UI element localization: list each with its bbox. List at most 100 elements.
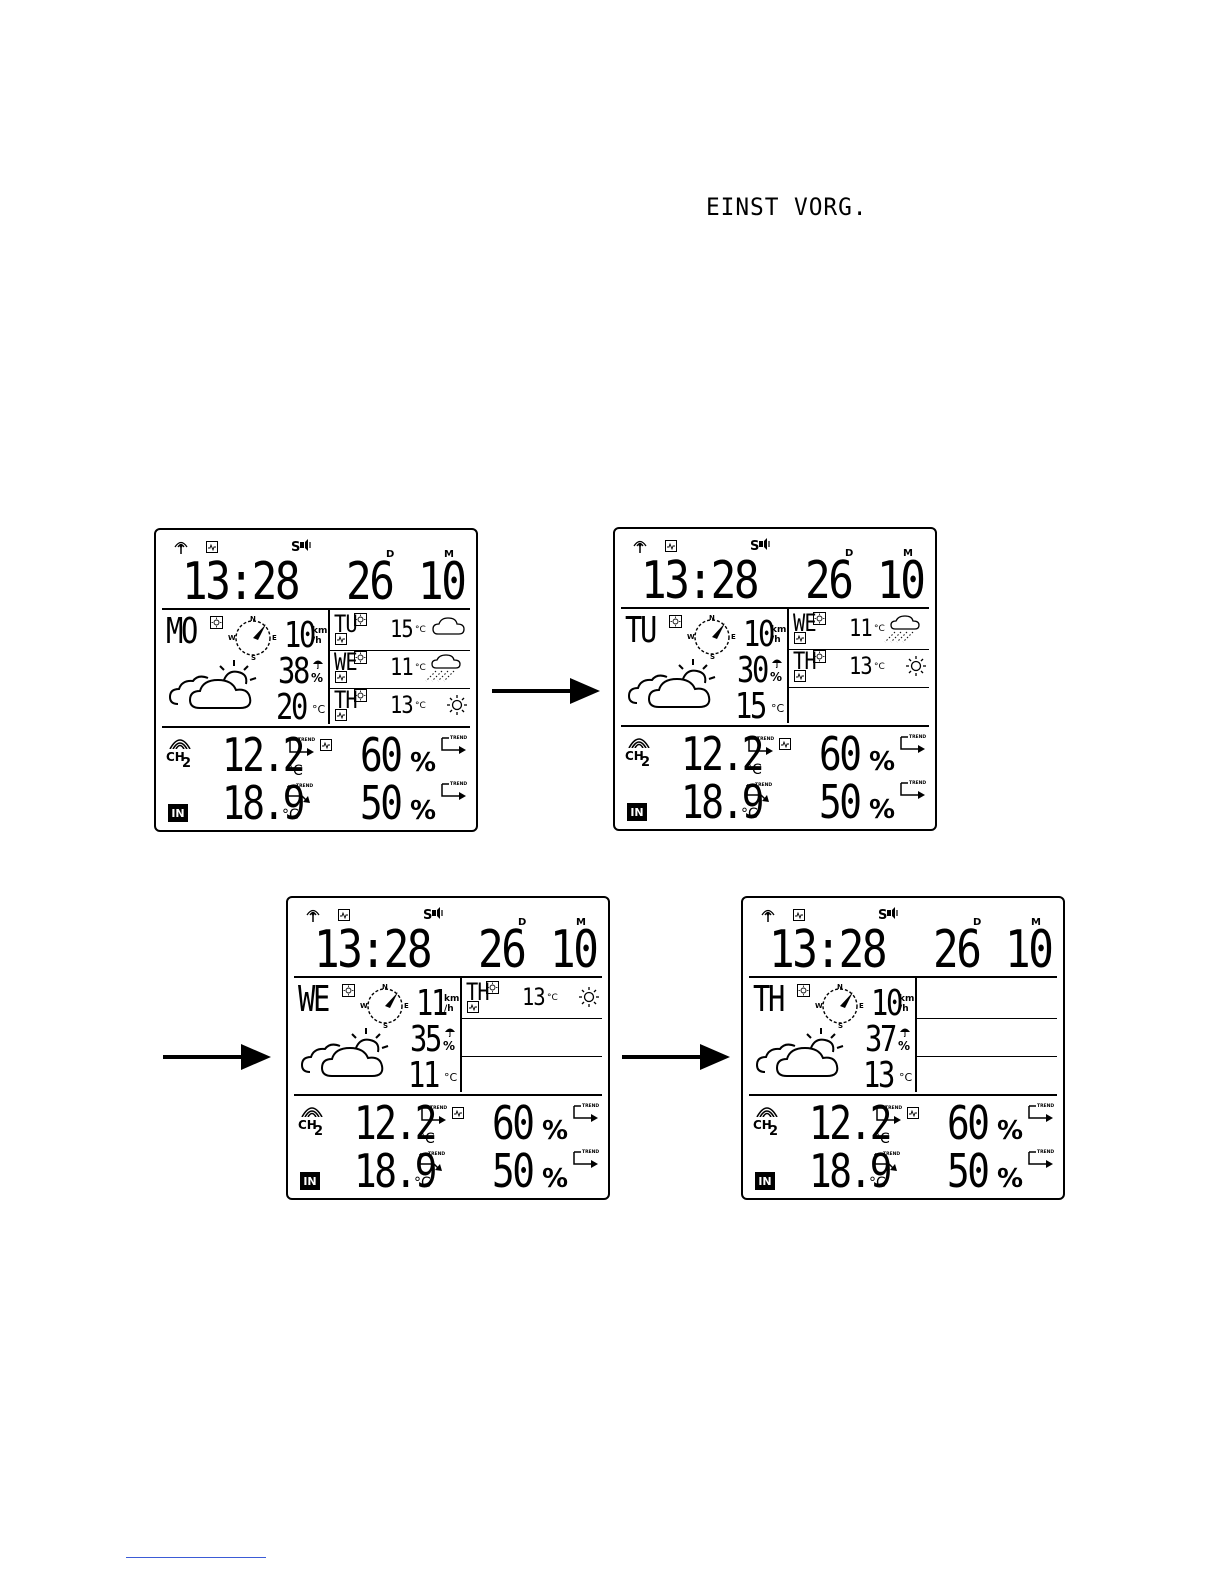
- channel-number: 2: [769, 1124, 779, 1139]
- svg-text:W: W: [687, 633, 695, 641]
- svg-text:E: E: [404, 1002, 409, 1010]
- trend-arrow-icon: TREND: [420, 1104, 448, 1127]
- wind-unit-h: /h: [444, 1004, 454, 1014]
- sun-icon: [905, 655, 927, 680]
- indoor-humidity: 50: [492, 1144, 535, 1198]
- outdoor-temp-unit: °C: [286, 763, 303, 779]
- indoor-badge: IN: [300, 1172, 320, 1190]
- svg-text:TREND: TREND: [909, 780, 926, 786]
- svg-text:TREND: TREND: [885, 1105, 902, 1111]
- forecast-temp: 15: [390, 615, 414, 643]
- trend-arrow-icon: TREND: [572, 1102, 600, 1125]
- indoor-temperature: 18.9: [681, 775, 764, 829]
- divider: [162, 726, 470, 728]
- indoor-humidity-unit: %: [410, 796, 437, 826]
- compass-n: N: [837, 983, 843, 991]
- antenna-icon: [631, 539, 649, 556]
- dcf-box-icon: [907, 1106, 919, 1122]
- sun-box-icon: [354, 613, 367, 629]
- forecast-temp-unit: °C: [415, 701, 426, 711]
- indoor-badge: IN: [168, 804, 188, 822]
- svg-text:TREND: TREND: [296, 783, 313, 789]
- indoor-badge: IN: [627, 803, 647, 821]
- forecast-temp: 13: [849, 652, 873, 680]
- svg-text:W: W: [360, 1002, 368, 1010]
- divider: [789, 687, 929, 688]
- forecast-temp: 11: [390, 653, 414, 681]
- sun-box-icon: [354, 689, 367, 705]
- forecast-temp: 11: [849, 614, 873, 642]
- month-label: M: [444, 549, 454, 560]
- divider: [917, 1056, 1057, 1057]
- forecast-temp: 13: [390, 691, 414, 719]
- indoor-humidity-unit: %: [542, 1164, 569, 1194]
- main-temp-unit: °C: [899, 1071, 913, 1084]
- rain-cloud-icon: [422, 654, 464, 685]
- wind-unit-h: /h: [312, 636, 322, 646]
- sun-box-icon: [813, 612, 826, 628]
- forecast-temp-unit: °C: [874, 624, 885, 634]
- indoor-humidity-unit: %: [997, 1164, 1024, 1194]
- divider: [621, 607, 929, 609]
- signal-strength-icon: S: [291, 538, 312, 554]
- rain-cloud-icon: [881, 615, 923, 646]
- forecast-day: TU: [334, 610, 358, 638]
- indoor-temp-unit: °C: [414, 1175, 431, 1191]
- umbrella-icon: [771, 655, 783, 671]
- compass-n: N: [382, 983, 388, 991]
- outdoor-humidity: 60: [360, 728, 403, 782]
- forecast-temp: 13: [522, 983, 546, 1011]
- outdoor-humidity-unit: %: [410, 748, 437, 778]
- sun-box-icon: [813, 650, 826, 666]
- channel-signal-icon: [627, 735, 651, 751]
- day-label: D: [518, 917, 527, 928]
- divider: [294, 1094, 602, 1096]
- main-temperature: 15: [735, 686, 767, 727]
- svg-text:S: S: [838, 1022, 843, 1028]
- main-day: TH: [753, 979, 785, 1020]
- dcf-box-icon: [335, 670, 347, 686]
- channel-number: 2: [641, 755, 651, 770]
- outdoor-humidity-unit: %: [869, 747, 896, 777]
- divider: [789, 649, 929, 650]
- divider: [460, 978, 462, 1092]
- main-temperature: 13: [863, 1055, 895, 1096]
- sun-box-icon: [669, 615, 682, 631]
- divider: [787, 609, 789, 723]
- indoor-humidity: 50: [819, 775, 862, 829]
- wind-speed: 11: [416, 983, 448, 1024]
- time-display: 13:28: [641, 551, 760, 611]
- indoor-temperature: 18.9: [809, 1144, 892, 1198]
- wind-unit-km: km: [771, 625, 787, 635]
- svg-text:S: S: [251, 654, 256, 660]
- cloud-icon: [432, 616, 466, 639]
- wind-unit-h: /h: [899, 1004, 909, 1014]
- month-display: 10: [550, 920, 599, 980]
- outdoor-humidity: 60: [947, 1096, 990, 1150]
- divider: [294, 976, 602, 978]
- sun-box-icon: [486, 981, 499, 997]
- trend-arrow-icon: TREND: [440, 780, 468, 803]
- outdoor-temp-unit: °C: [418, 1131, 435, 1147]
- channel-number: 2: [182, 756, 192, 771]
- signal-strength-icon: S: [878, 906, 899, 922]
- antenna-icon: [304, 908, 322, 925]
- svg-text:TREND: TREND: [298, 737, 315, 743]
- dcf-box-icon: [665, 539, 677, 555]
- trend-down-arrow-icon: TREND: [873, 1150, 901, 1175]
- channel-signal-icon: [300, 1104, 324, 1120]
- time-display: 13:28: [769, 920, 888, 980]
- indoor-temp-unit: °C: [282, 807, 299, 823]
- outdoor-humidity: 60: [819, 727, 862, 781]
- antenna-icon: [759, 908, 777, 925]
- sun-box-icon: [797, 984, 810, 1000]
- sun-icon: [446, 694, 468, 719]
- divider: [462, 1018, 602, 1019]
- partly-cloudy-icon: [627, 657, 727, 712]
- dcf-box-icon: [335, 708, 347, 724]
- trend-arrow-icon: TREND: [440, 734, 468, 757]
- day-label: D: [386, 549, 395, 560]
